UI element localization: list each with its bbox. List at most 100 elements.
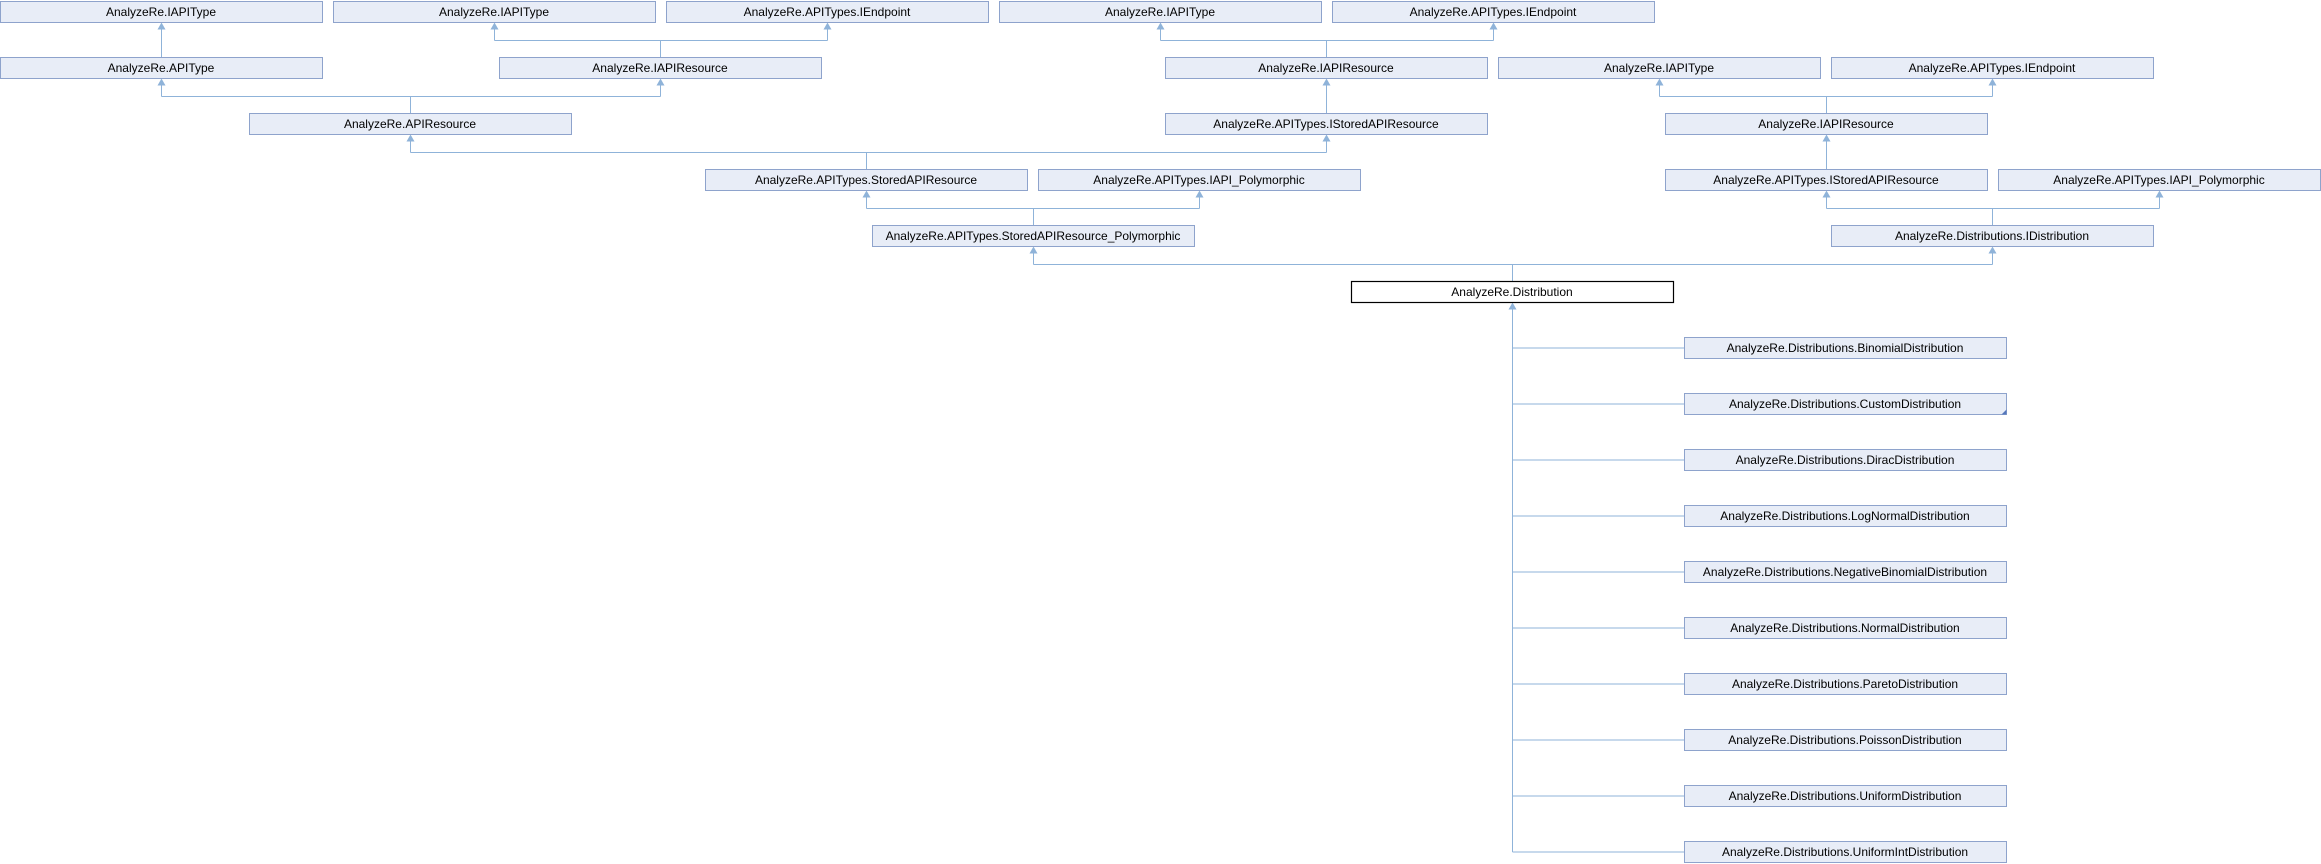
- class-node-dirac[interactable]: AnalyzeRe.Distributions.DiracDistributio…: [1684, 449, 2007, 471]
- inheritance-arrow: [823, 22, 832, 30]
- class-node-iapitype-c[interactable]: AnalyzeRe.IAPIType: [999, 1, 1322, 23]
- class-node-poisson[interactable]: AnalyzeRe.Distributions.PoissonDistribut…: [1684, 729, 2007, 751]
- class-box: [705, 169, 1028, 191]
- class-node-iapiresource-a[interactable]: AnalyzeRe.IAPIResource: [499, 57, 822, 79]
- class-box: [1665, 113, 1988, 135]
- class-node-iendpoint-c[interactable]: AnalyzeRe.APITypes.IEndpoint: [1831, 57, 2154, 79]
- inheritance-arrow: [1489, 22, 1498, 30]
- class-node-binomial[interactable]: AnalyzeRe.Distributions.BinomialDistribu…: [1684, 337, 2007, 359]
- class-box: [1332, 1, 1655, 23]
- class-box: [1684, 785, 2007, 807]
- class-label: AnalyzeRe.Distributions.ParetoDistributi…: [1732, 677, 1958, 691]
- class-label: AnalyzeRe.IAPIResource: [592, 61, 728, 75]
- class-node-lognormal[interactable]: AnalyzeRe.Distributions.LogNormalDistrib…: [1684, 505, 2007, 527]
- class-label: AnalyzeRe.Distributions.IDistribution: [1895, 229, 2089, 243]
- inheritance-arrow: [1508, 302, 1517, 310]
- class-label: AnalyzeRe.Distribution: [1451, 285, 1572, 299]
- class-box: [1350, 280, 1675, 304]
- inheritance-arrow: [1822, 134, 1831, 142]
- class-node-storedapiresource-polymorphic[interactable]: AnalyzeRe.APITypes.StoredAPIResource_Pol…: [872, 225, 1195, 247]
- inheritance-arrow: [1195, 190, 1204, 198]
- class-box: [666, 1, 989, 23]
- class-box: [1684, 393, 2007, 415]
- class-label: AnalyzeRe.APITypes.StoredAPIResource: [755, 173, 977, 187]
- class-label: AnalyzeRe.APITypes.IStoredAPIResource: [1213, 117, 1439, 131]
- class-box: [1684, 337, 2007, 359]
- class-node-iapi-polymorphic-b[interactable]: AnalyzeRe.APITypes.IAPI_Polymorphic: [1998, 169, 2321, 191]
- class-label: AnalyzeRe.IAPIType: [1604, 61, 1714, 75]
- inheritance-arrow: [1655, 78, 1664, 86]
- class-label: AnalyzeRe.Distributions.UniformIntDistri…: [1722, 845, 1968, 859]
- class-node-normal[interactable]: AnalyzeRe.Distributions.NormalDistributi…: [1684, 617, 2007, 639]
- class-node-iapiresource-b[interactable]: AnalyzeRe.IAPIResource: [1165, 57, 1488, 79]
- inheritance-arrow: [1156, 22, 1165, 30]
- inheritance-arrow: [656, 78, 665, 86]
- class-label: AnalyzeRe.Distributions.NegativeBinomial…: [1703, 565, 1987, 579]
- class-box: [499, 57, 822, 79]
- class-box: [1684, 841, 2007, 863]
- class-node-distribution[interactable]: AnalyzeRe.Distribution: [1350, 280, 1675, 304]
- inheritance-arrow: [1822, 190, 1831, 198]
- class-node-negativebinomial[interactable]: AnalyzeRe.Distributions.NegativeBinomial…: [1684, 561, 2007, 583]
- class-node-iapitype-b[interactable]: AnalyzeRe.IAPIType: [333, 1, 656, 23]
- class-node-idistribution[interactable]: AnalyzeRe.Distributions.IDistribution: [1831, 225, 2154, 247]
- class-node-custom[interactable]: AnalyzeRe.Distributions.CustomDistributi…: [1684, 393, 2007, 415]
- class-box: [1684, 561, 2007, 583]
- class-label: AnalyzeRe.APIResource: [344, 117, 476, 131]
- class-label: AnalyzeRe.IAPIType: [439, 5, 549, 19]
- class-box: [1684, 673, 2007, 695]
- class-node-iapitype-a[interactable]: AnalyzeRe.IAPIType: [0, 1, 323, 23]
- class-node-uniformint[interactable]: AnalyzeRe.Distributions.UniformIntDistri…: [1684, 841, 2007, 863]
- class-box: [333, 1, 656, 23]
- class-box: [1665, 169, 1988, 191]
- class-node-istoredapiresource-b[interactable]: AnalyzeRe.APITypes.IStoredAPIResource: [1665, 169, 1988, 191]
- inheritance-arrow: [1988, 78, 1997, 86]
- class-node-storedapiresource[interactable]: AnalyzeRe.APITypes.StoredAPIResource: [705, 169, 1028, 191]
- class-label: AnalyzeRe.Distributions.DiracDistributio…: [1736, 453, 1955, 467]
- class-node-iendpoint-b[interactable]: AnalyzeRe.APITypes.IEndpoint: [1332, 1, 1655, 23]
- class-label: AnalyzeRe.APITypes.StoredAPIResource_Pol…: [886, 229, 1181, 243]
- class-node-iendpoint-a[interactable]: AnalyzeRe.APITypes.IEndpoint: [666, 1, 989, 23]
- class-box: [1684, 449, 2007, 471]
- class-label: AnalyzeRe.Distributions.LogNormalDistrib…: [1720, 509, 1969, 523]
- class-node-istoredapiresource-a[interactable]: AnalyzeRe.APITypes.IStoredAPIResource: [1165, 113, 1488, 135]
- class-label: AnalyzeRe.APITypes.IEndpoint: [744, 5, 911, 19]
- class-box: [872, 225, 1195, 247]
- class-label: AnalyzeRe.APITypes.IEndpoint: [1410, 5, 1577, 19]
- class-label: AnalyzeRe.IAPIResource: [1258, 61, 1394, 75]
- class-box: [999, 1, 1322, 23]
- class-node-iapiresource-c[interactable]: AnalyzeRe.IAPIResource: [1665, 113, 1988, 135]
- class-label: AnalyzeRe.IAPIType: [1105, 5, 1215, 19]
- inheritance-arrow: [406, 134, 415, 142]
- class-box: [1165, 57, 1488, 79]
- class-label: AnalyzeRe.Distributions.UniformDistribut…: [1729, 789, 1962, 803]
- class-node-apiresource[interactable]: AnalyzeRe.APIResource: [249, 113, 572, 135]
- inheritance-arrow: [862, 190, 871, 198]
- class-box: [0, 1, 323, 23]
- inheritance-arrow: [1322, 78, 1331, 86]
- class-box: [1684, 617, 2007, 639]
- class-node-iapi-polymorphic-a[interactable]: AnalyzeRe.APITypes.IAPI_Polymorphic: [1038, 169, 1361, 191]
- class-node-uniform[interactable]: AnalyzeRe.Distributions.UniformDistribut…: [1684, 785, 2007, 807]
- inheritance-arrow: [1322, 134, 1331, 142]
- class-label: AnalyzeRe.IAPIResource: [1758, 117, 1894, 131]
- class-box: [0, 57, 323, 79]
- class-box: [1831, 225, 2154, 247]
- inheritance-arrow: [157, 78, 166, 86]
- class-node-iapitype-d[interactable]: AnalyzeRe.IAPIType: [1498, 57, 1821, 79]
- class-label: AnalyzeRe.APITypes.IEndpoint: [1909, 61, 2076, 75]
- inheritance-arrow: [157, 22, 166, 30]
- class-label: AnalyzeRe.APITypes.IAPI_Polymorphic: [1093, 173, 1304, 187]
- class-label: AnalyzeRe.Distributions.NormalDistributi…: [1730, 621, 1959, 635]
- class-label: AnalyzeRe.Distributions.PoissonDistribut…: [1728, 733, 1961, 747]
- class-node-apitype[interactable]: AnalyzeRe.APIType: [0, 57, 323, 79]
- class-node-pareto[interactable]: AnalyzeRe.Distributions.ParetoDistributi…: [1684, 673, 2007, 695]
- class-box: [1498, 57, 1821, 79]
- class-box: [249, 113, 572, 135]
- class-box: [1038, 169, 1361, 191]
- inheritance-arrow: [1029, 246, 1038, 254]
- inheritance-edges: [157, 22, 2164, 853]
- inheritance-arrow: [1988, 246, 1997, 254]
- documented-corner-icon: [2001, 409, 2007, 415]
